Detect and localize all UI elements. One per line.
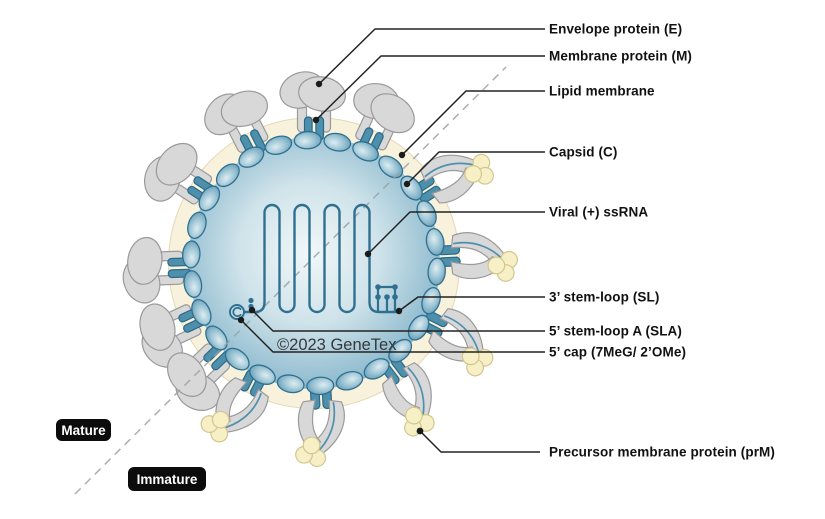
label-precursor-membrane-protein: Precursor membrane protein (prM) bbox=[549, 444, 775, 460]
capsid-bead bbox=[198, 185, 221, 212]
capsid-bead bbox=[224, 347, 250, 371]
capsid-bead bbox=[191, 299, 212, 326]
capsid-bead bbox=[205, 325, 228, 351]
capsid-bead bbox=[215, 163, 240, 188]
capsid-bead bbox=[352, 141, 379, 162]
rna-squiggle bbox=[241, 203, 401, 314]
leader-envelope bbox=[318, 28, 545, 85]
immature-badge: Immature bbox=[128, 467, 206, 491]
label-capsid: Capsid (C) bbox=[549, 144, 618, 160]
leader-lipid bbox=[401, 90, 545, 156]
mature-badge-label: Mature bbox=[61, 422, 106, 438]
label-5prime-cap: 5’ cap (7MeG/ 2’OMe) bbox=[549, 344, 687, 360]
label-5prime-stem-loop-a: 5’ stem-loop A (SLA) bbox=[549, 323, 683, 339]
maturity-divider-dashed-line bbox=[74, 66, 507, 495]
capsid-bead bbox=[407, 314, 430, 341]
five-prime-cap bbox=[229, 304, 245, 320]
leader-capsid bbox=[406, 151, 545, 185]
capsid-bead bbox=[416, 200, 437, 227]
capsid-protein-ring bbox=[182, 130, 446, 396]
leader-ssrna bbox=[367, 211, 545, 255]
three-prime-stem-loop bbox=[375, 284, 398, 313]
virion-core bbox=[188, 137, 440, 389]
label-3prime-stem-loop: 3’ stem-loop (SL) bbox=[549, 289, 660, 305]
capsid-bead bbox=[293, 130, 322, 150]
mature-badge: Mature bbox=[56, 419, 111, 441]
label-viral-ssrna: Viral (+) ssRNA bbox=[549, 204, 649, 220]
capsid-bead bbox=[276, 374, 305, 394]
leader-sl3 bbox=[398, 296, 545, 312]
immature-badge-label: Immature bbox=[136, 471, 198, 487]
leader-prm bbox=[419, 430, 540, 453]
watermark-text: ©2023 GeneTex bbox=[277, 336, 397, 354]
capsid-bead bbox=[363, 358, 390, 380]
capsid-bead bbox=[378, 155, 404, 179]
label-lipid-membrane: Lipid membrane bbox=[549, 83, 655, 99]
capsid-bead bbox=[306, 376, 335, 396]
leader-cap5 bbox=[240, 319, 545, 353]
capsid-bead bbox=[323, 132, 352, 152]
leader-dots bbox=[237, 80, 424, 435]
capsid-bead bbox=[335, 371, 364, 391]
capsid-bead bbox=[187, 211, 207, 239]
capsid-bead bbox=[425, 228, 445, 256]
capsid-bead bbox=[264, 135, 293, 155]
leader-membrane bbox=[315, 55, 545, 121]
capsid-bead bbox=[421, 287, 441, 315]
viral-ssrna bbox=[229, 203, 401, 320]
capsid-bead bbox=[182, 240, 201, 269]
capsid-bead bbox=[427, 257, 446, 286]
leader-lines bbox=[240, 28, 545, 453]
label-envelope-protein: Envelope protein (E) bbox=[549, 21, 683, 37]
capsid-bead bbox=[238, 146, 265, 168]
leader-sla5 bbox=[251, 309, 545, 332]
capsid-bead bbox=[249, 364, 276, 385]
label-membrane-protein: Membrane protein (M) bbox=[549, 48, 693, 64]
capsid-bead bbox=[388, 338, 413, 363]
capsid-bead bbox=[183, 270, 203, 298]
